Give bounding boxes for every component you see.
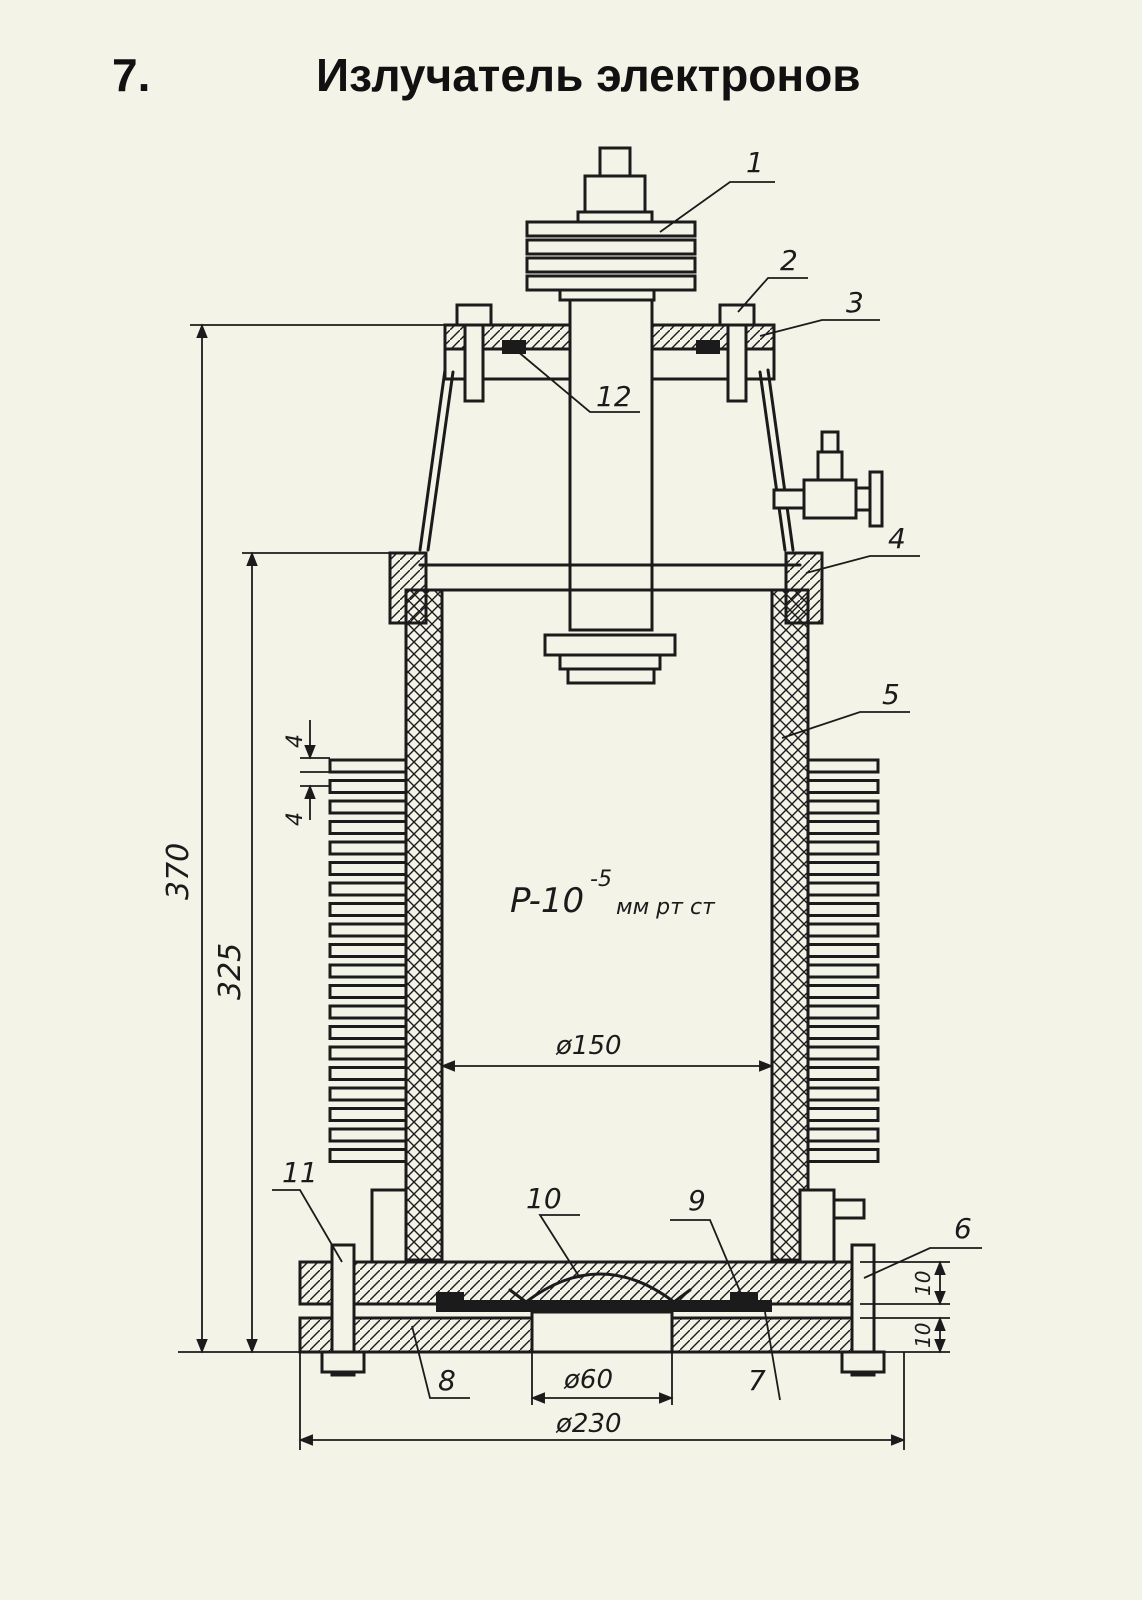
cooling-fin xyxy=(806,799,880,815)
label-part-4: 4 xyxy=(888,522,906,555)
cooling-fin xyxy=(806,943,880,958)
gasket-part-7 xyxy=(436,1300,772,1312)
label-part-7: 7 xyxy=(748,1364,766,1397)
heading: 7. Излучатель электронов xyxy=(0,48,1142,108)
cooling-fin xyxy=(328,1086,408,1102)
central-rod xyxy=(543,298,677,685)
pressure-exponent: -5 xyxy=(590,867,612,892)
cooling-fin xyxy=(806,861,880,876)
dim-flange-diameter: ø230 xyxy=(555,1409,622,1439)
dim-370: 370 xyxy=(161,843,196,900)
cooling-fin xyxy=(806,1127,880,1143)
cooling-fin xyxy=(328,1045,408,1061)
cooling-fin xyxy=(806,1066,880,1081)
cooling-fin xyxy=(806,922,880,938)
seal-ring-part-9 xyxy=(436,1292,758,1304)
bottom-flange-part-6 xyxy=(298,1188,866,1306)
cooling-fin xyxy=(328,820,408,835)
cooling-fin xyxy=(328,840,408,856)
label-part-1: 1 xyxy=(746,146,764,179)
terminal-part-1 xyxy=(525,146,697,302)
dim-fin-gap: 4 xyxy=(283,812,308,826)
label-part-12: 12 xyxy=(596,380,632,413)
pressure-units: мм рт ст xyxy=(616,895,716,920)
label-part-6: 6 xyxy=(954,1212,972,1245)
cooling-fin xyxy=(806,881,880,897)
cooling-fin xyxy=(806,758,880,774)
insulator-cylinder-part-5 xyxy=(404,588,810,1262)
cooling-fin xyxy=(328,963,408,979)
label-part-10: 10 xyxy=(526,1182,562,1215)
cooling-fin xyxy=(328,799,408,815)
dim-bottom-flange-thickness: 10 xyxy=(911,1323,935,1348)
cooling-fin xyxy=(328,1004,408,1020)
cooling-fin xyxy=(806,902,880,917)
cooling-fin xyxy=(806,779,880,794)
cooling-fin xyxy=(328,881,408,897)
window-foil-part-10 xyxy=(508,1272,692,1304)
cooling-fins-left xyxy=(328,758,408,1163)
cooling-fin xyxy=(806,820,880,835)
dim-fin-thickness: 4 xyxy=(283,734,308,748)
top-bolts-part-2 xyxy=(455,303,756,403)
cooling-fin xyxy=(328,779,408,794)
cooling-fins-right xyxy=(806,758,880,1163)
dimension-labels: 370 325 4 4 ø150 ø60 ø230 10 10 xyxy=(161,734,935,1439)
cooling-fin xyxy=(806,840,880,856)
dim-325: 325 xyxy=(213,943,248,1000)
label-part-5: 5 xyxy=(882,678,900,711)
cooling-fin xyxy=(328,1107,408,1122)
figure-number: 7. xyxy=(112,49,151,101)
cooling-fin xyxy=(806,1107,880,1122)
cooling-fin xyxy=(328,861,408,876)
dim-window-diameter: ø60 xyxy=(563,1365,613,1395)
cooling-fin xyxy=(806,1025,880,1040)
cooling-fin xyxy=(328,1025,408,1040)
cooling-fin xyxy=(328,984,408,999)
cooling-fin xyxy=(806,984,880,999)
label-part-9: 9 xyxy=(688,1184,706,1217)
label-part-3: 3 xyxy=(846,286,864,319)
dim-top-flange-thickness: 10 xyxy=(911,1271,935,1296)
pressure-annotation: P-10 -5 мм рт ст xyxy=(510,867,716,921)
leader-lines xyxy=(272,181,982,1401)
clamp-ring-part-8 xyxy=(298,1310,862,1354)
cooling-fin xyxy=(806,1148,880,1163)
cooling-fin xyxy=(806,963,880,979)
dimension-lines xyxy=(178,323,950,1450)
cooling-fin xyxy=(806,1004,880,1020)
bolt-part-11 xyxy=(320,1243,886,1377)
cooling-fin xyxy=(328,758,408,774)
cooling-fin xyxy=(328,1127,408,1143)
cooling-fin xyxy=(806,1045,880,1061)
cooling-fin xyxy=(328,902,408,917)
cooling-fin xyxy=(328,943,408,958)
label-part-2: 2 xyxy=(780,244,798,277)
pressure-prefix: P-10 xyxy=(510,881,584,921)
cooling-fin xyxy=(328,1148,408,1163)
figure-title: Излучатель электронов xyxy=(316,49,861,101)
label-part-8: 8 xyxy=(438,1364,456,1397)
part-labels: 1 2 3 12 4 5 6 9 10 11 8 7 xyxy=(282,146,972,1397)
label-part-11: 11 xyxy=(282,1156,318,1189)
cooling-fin xyxy=(328,922,408,938)
dim-inner-diameter: ø150 xyxy=(555,1031,622,1061)
vacuum-valve xyxy=(772,430,884,528)
conical-housing xyxy=(418,368,802,592)
cooling-fin xyxy=(806,1086,880,1102)
cooling-fin xyxy=(328,1066,408,1081)
